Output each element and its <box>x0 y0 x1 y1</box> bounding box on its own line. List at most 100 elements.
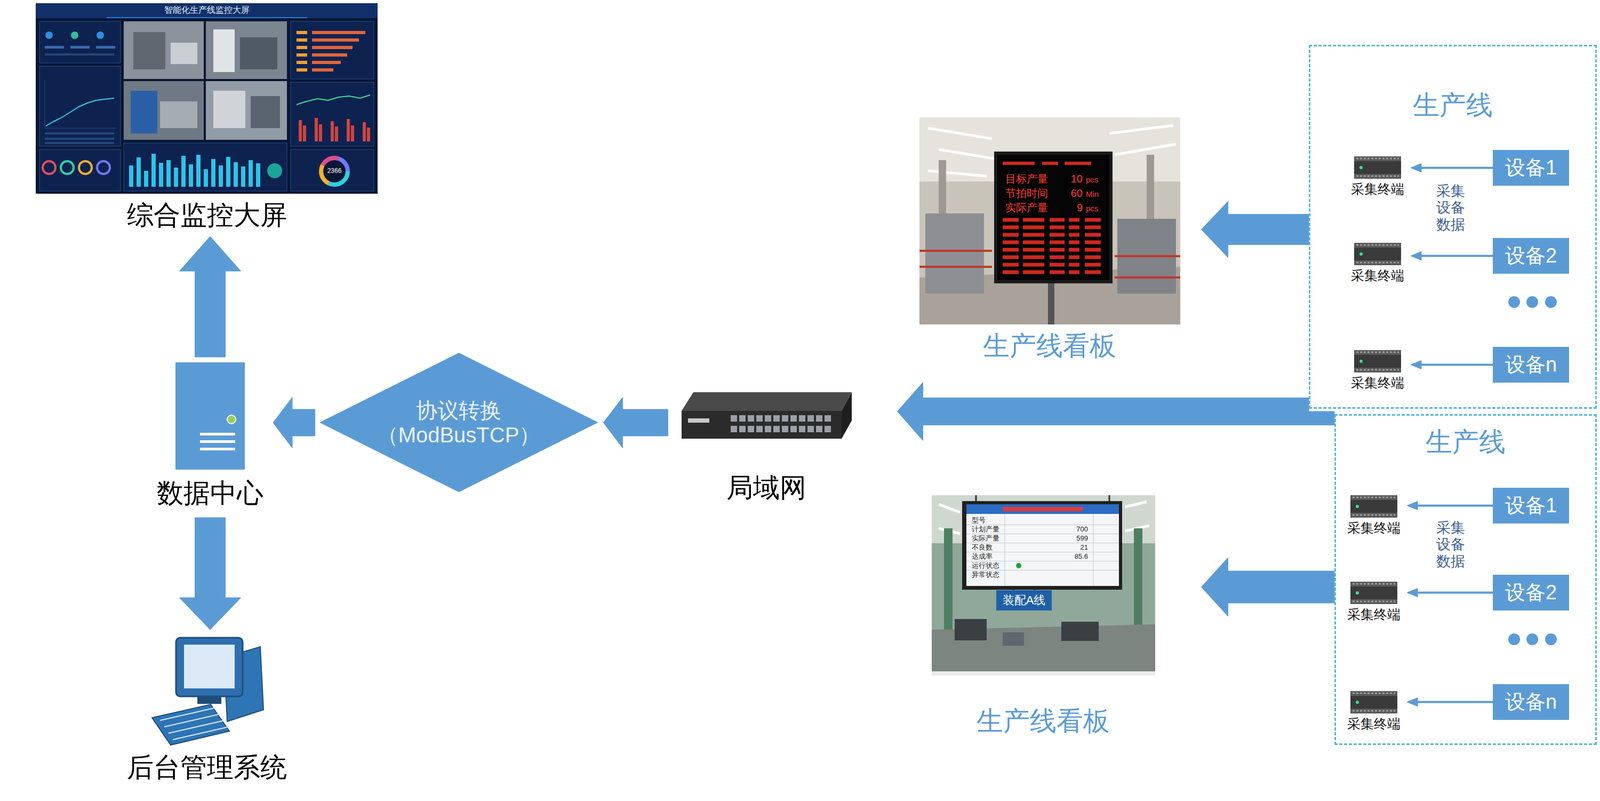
terminal-icon <box>1352 709 1396 712</box>
dashboard-screen <box>70 31 79 39</box>
screen-text: 节拍时间 <box>1005 187 1048 200</box>
terminal-icon <box>1356 175 1399 178</box>
dashboard-screen <box>130 90 158 134</box>
dashboard-screen <box>205 81 287 140</box>
flow-arrow <box>897 382 1310 412</box>
dashboard-screen <box>321 157 348 185</box>
kanban-photo-node: 生产线看板 <box>931 494 1156 737</box>
device-box: 设备1 <box>1492 149 1570 186</box>
flow-arrow <box>179 236 242 357</box>
node-label: 采集终端 <box>1346 267 1409 284</box>
node-label: 数据中心 <box>152 476 268 509</box>
dashboard-screen <box>35 3 378 19</box>
node-label: 采集终端 <box>1342 519 1405 536</box>
terminal-node: 采集终端 <box>1346 156 1409 197</box>
terminal-icon <box>1352 582 1396 585</box>
terminal-icon <box>1359 252 1363 256</box>
terminal-node: 采集终端 <box>1342 494 1405 536</box>
kanban-photo <box>994 151 1113 284</box>
dashboard-screen <box>44 128 117 129</box>
dashboard-screen <box>240 37 278 70</box>
screen-text: 不良数 <box>971 543 993 552</box>
terminal-icon <box>1352 692 1396 694</box>
screen-text: 9 <box>1076 201 1083 214</box>
screen-text: 异常状态 <box>971 570 1000 579</box>
dashboard-screen <box>250 96 280 128</box>
annotation-text: 采集 设备 数据 <box>1435 519 1467 570</box>
computer-icon <box>184 644 235 688</box>
dashboard-screen <box>70 45 90 49</box>
flow-arrow <box>179 517 242 630</box>
terminal-icon <box>1350 581 1398 604</box>
dashboard-screen <box>290 21 374 79</box>
dashboard-screen <box>129 153 261 187</box>
screen-text: 目标产量 <box>1005 172 1048 186</box>
dashboard-screen <box>60 161 74 174</box>
kanban-photo <box>1048 283 1055 325</box>
terminal-icon <box>1359 359 1363 363</box>
network-switch-icon <box>730 414 831 432</box>
network-switch-icon <box>681 392 852 411</box>
terminal-icon <box>1354 349 1402 355</box>
kanban-photo <box>962 500 1123 590</box>
kanban-photo <box>996 589 1052 611</box>
node-label: 采集终端 <box>1346 374 1409 391</box>
dashboard-screen <box>298 117 371 142</box>
screen-text: 85.6 <box>1074 552 1088 561</box>
terminal-node: 采集终端 <box>1346 242 1409 284</box>
screen-text: pcs <box>1085 174 1099 184</box>
screen-text: 计划产量 <box>971 525 1000 534</box>
dashboard-screen <box>267 163 283 179</box>
terminal-icon <box>1350 494 1398 518</box>
screen-text: 实际产量 <box>971 534 1000 543</box>
screen-text: 运行状态 <box>971 561 1000 570</box>
ellipsis-dots <box>1526 633 1539 645</box>
node-label: 设备2 <box>1505 243 1557 269</box>
kanban-photo <box>1002 506 1083 511</box>
kanban-photo <box>1002 225 1104 230</box>
signal-arrow <box>1410 163 1493 173</box>
kanban-photo <box>1002 255 1104 260</box>
dashboard-screen <box>39 21 121 63</box>
diamond-shape <box>319 352 599 492</box>
dashboard-screen <box>106 17 308 19</box>
annotation-text: 采集 设备 数据 <box>1435 182 1467 233</box>
node-label: 设备1 <box>1505 155 1557 181</box>
server-node: 数据中心 <box>152 362 268 509</box>
server-icon <box>200 432 236 436</box>
node-label: 设备n <box>1505 352 1557 378</box>
terminal-icon <box>1355 504 1359 508</box>
dashboard-screen <box>160 101 198 128</box>
dashboard-screen <box>44 132 115 135</box>
screen-text: 装配A线 <box>1002 593 1046 607</box>
ellipsis-dots <box>1545 296 1557 308</box>
screen-text: 型号 <box>971 516 986 525</box>
screen-text: Min <box>1085 189 1099 199</box>
terminal-icon <box>1350 512 1398 518</box>
screen-text: 达成率 <box>971 552 993 561</box>
dashboard-screen <box>133 32 166 70</box>
kanban-photo <box>954 618 987 640</box>
node-label: 采集终端 <box>1346 180 1409 197</box>
dashboard-screen <box>213 90 246 128</box>
network-switch-icon <box>681 392 852 439</box>
terminal-icon <box>1350 690 1398 714</box>
terminal-icon <box>1354 349 1402 373</box>
terminal-node: 采集终端 <box>1346 349 1409 391</box>
device-box: 设备2 <box>1492 574 1570 611</box>
dashboard-screen <box>45 31 53 39</box>
terminal-icon <box>1354 367 1402 373</box>
dashboard-screen <box>96 31 104 39</box>
terminal-icon <box>1350 156 1402 714</box>
flow-arrow <box>273 397 316 448</box>
terminal-icon <box>1359 165 1363 170</box>
dashboard-screen <box>45 98 115 126</box>
screen-text: 21 <box>1080 543 1088 552</box>
node-label: 采集终端 <box>1342 605 1405 622</box>
switch-node: 局域网 <box>681 385 852 504</box>
kanban-photo <box>1002 632 1024 646</box>
dashboard-screen <box>290 149 374 191</box>
terminal-icon <box>1356 244 1399 246</box>
ellipsis-dots <box>1526 296 1539 308</box>
computer-icon <box>176 637 243 696</box>
